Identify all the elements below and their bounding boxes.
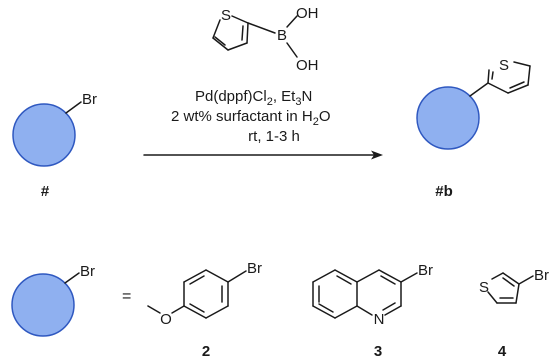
compound-3-bromine-label: Br [418, 262, 433, 279]
product-core-circle [416, 86, 480, 150]
compound-3-structure: N Br [312, 262, 433, 328]
legend-equals: = [122, 288, 131, 305]
compound-2-structure: Br O [147, 260, 262, 328]
boron-label: B [277, 27, 287, 44]
compound-3-nitrogen-label: N [374, 311, 385, 328]
compound-2-label: 2 [202, 343, 210, 360]
compound-2-bromine-label: Br [247, 260, 262, 277]
legend-core-circle [11, 273, 75, 337]
compound-4-label: 4 [498, 343, 507, 360]
conditions-solvent: 2 wt% surfactant in H2O [171, 108, 331, 128]
legend-substrate: Br [11, 263, 95, 337]
compound-4-bromine-label: Br [534, 267, 549, 284]
compound-2-oxygen-label: O [160, 311, 172, 328]
hydroxyl-bottom-label: OH [296, 57, 319, 74]
reagent-sulfur-label: S [221, 7, 231, 24]
product-label: #b [435, 183, 453, 200]
hydroxyl-top-label: OH [296, 5, 319, 22]
compound-4-structure: S Br [479, 267, 549, 304]
substrate-label: # [41, 183, 50, 200]
legend-bromine-label: Br [80, 263, 95, 280]
boronic-acid-structure: S B OH OH [212, 5, 319, 74]
compound-4-sulfur-label: S [479, 279, 489, 296]
product-sulfur-label: S [499, 57, 509, 74]
reaction-arrow [143, 150, 383, 160]
conditions-time: rt, 1-3 h [248, 128, 300, 145]
substrate-core-circle [12, 103, 76, 167]
substrate-bromine-label: Br [82, 91, 97, 108]
product-structure: S [416, 57, 531, 150]
substrate-structure: Br [12, 91, 97, 167]
compound-3-label: 3 [374, 343, 382, 360]
conditions-catalyst: Pd(dppf)Cl2, Et3N [195, 88, 312, 108]
